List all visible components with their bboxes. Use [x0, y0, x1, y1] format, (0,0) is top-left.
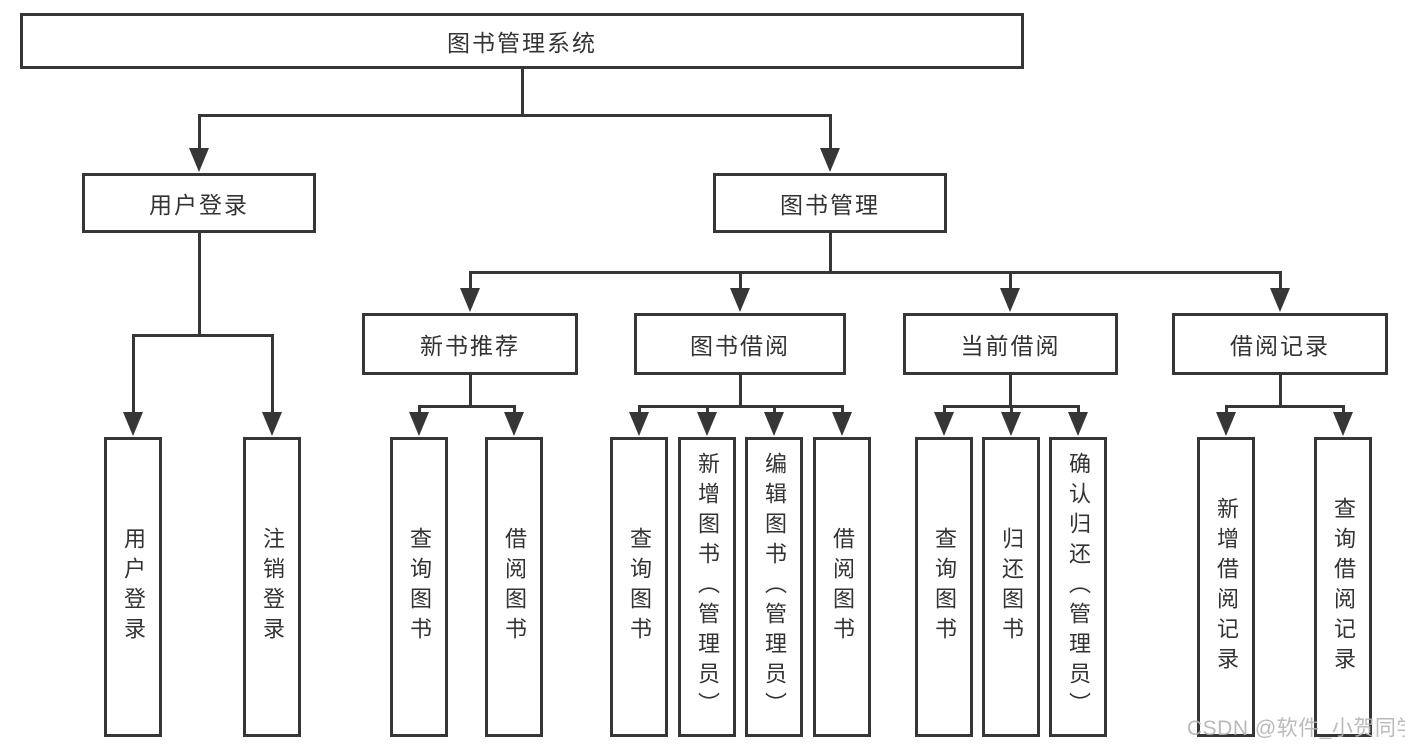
edge-borrow-record-down: [1278, 375, 1282, 408]
node-leaf-logout-label: 注销登录: [260, 527, 285, 647]
node-cb-confirm-return-label: 确认归还（管理员）: [1066, 452, 1091, 722]
node-bb-borrow-book-label: 借阅图书: [830, 527, 855, 647]
edge-borrow-record-hline: [1224, 405, 1345, 408]
arrowhead-cb-confirm: [1068, 412, 1088, 436]
node-new-book-rec-label: 新书推荐: [420, 333, 520, 359]
arrowhead-bb-borrow: [832, 412, 852, 436]
arrowhead-br-query: [1333, 412, 1353, 436]
arrowhead-borrow-record: [1270, 288, 1290, 312]
node-cb-return-book-label: 归还图书: [999, 527, 1024, 647]
arrowhead-book-borrow: [730, 288, 750, 312]
edge-cb-return-stem: [1009, 405, 1013, 415]
arrowhead-new-book-rec: [460, 288, 480, 312]
edge-leaf-user-login-stem: [131, 334, 135, 414]
node-cb-query-book: 查询图书: [915, 437, 973, 737]
arrowhead-leaf-user-login: [123, 412, 143, 436]
node-nbr-borrow-book-label: 借阅图书: [502, 527, 527, 647]
edge-book-management-hline: [468, 271, 1282, 274]
node-user-login: 用户登录: [82, 173, 316, 233]
edge-br-add-stem: [1224, 405, 1228, 415]
node-book-management: 图书管理: [713, 173, 947, 233]
edge-book-borrow-hline: [637, 405, 844, 408]
arrowhead-bb-add: [697, 412, 717, 436]
node-root-label: 图书管理系统: [447, 30, 597, 56]
node-nbr-borrow-book: 借阅图书: [485, 437, 543, 737]
edge-root-hline: [197, 114, 832, 117]
node-br-query-record: 查询借阅记录: [1314, 437, 1372, 737]
arrowhead-book-management: [820, 148, 840, 172]
edge-new-book-rec-hline: [417, 405, 516, 408]
node-cb-return-book: 归还图书: [982, 437, 1040, 737]
edge-new-book-rec-stem: [468, 271, 472, 291]
node-br-add-record-label: 新增借阅记录: [1214, 497, 1239, 677]
node-current-borrow-label: 当前借阅: [960, 333, 1061, 359]
arrowhead-user-login: [189, 148, 209, 172]
edge-new-book-rec-down: [468, 375, 472, 408]
arrowhead-current-borrow: [1000, 288, 1020, 312]
edge-user-login-stem: [197, 114, 201, 152]
edge-nbr-query-stem: [417, 405, 421, 415]
edge-bb-query-stem: [637, 405, 641, 415]
node-leaf-user-login-label: 用户登录: [121, 527, 146, 647]
arrowhead-bb-edit: [764, 412, 784, 436]
edge-current-borrow-stem: [1008, 271, 1012, 291]
edge-book-borrow-down: [738, 375, 742, 408]
edge-user-login-hline: [131, 334, 274, 337]
edge-leaf-logout-stem: [270, 334, 274, 414]
node-bb-query-book-label: 查询图书: [627, 527, 652, 647]
node-bb-edit-book-label: 编辑图书（管理员）: [762, 452, 787, 722]
node-current-borrow: 当前借阅: [903, 313, 1118, 375]
edge-bb-edit-stem: [772, 405, 776, 415]
node-book-borrow-label: 图书借阅: [690, 333, 790, 359]
edge-bb-borrow-stem: [840, 405, 844, 415]
node-borrow-record: 借阅记录: [1172, 313, 1388, 375]
node-cb-query-book-label: 查询图书: [932, 527, 957, 647]
arrowhead-leaf-logout: [262, 412, 282, 436]
edge-user-login-down: [197, 233, 201, 336]
edge-cb-query-stem: [942, 405, 946, 415]
arrowhead-br-add: [1216, 412, 1236, 436]
node-user-login-label: 用户登录: [149, 192, 249, 218]
edge-current-borrow-down: [1008, 375, 1012, 408]
edge-book-management-stem: [828, 114, 832, 152]
edge-book-borrow-stem: [738, 271, 742, 291]
edge-root-stem: [520, 69, 524, 116]
node-new-book-rec: 新书推荐: [362, 313, 578, 375]
edge-cb-confirm-stem: [1076, 405, 1080, 415]
node-borrow-record-label: 借阅记录: [1230, 333, 1330, 359]
node-bb-edit-book: 编辑图书（管理员）: [745, 437, 803, 737]
node-book-management-label: 图书管理: [780, 192, 880, 218]
node-bb-add-book: 新增图书（管理员）: [678, 437, 736, 737]
node-bb-borrow-book: 借阅图书: [813, 437, 871, 737]
arrowhead-cb-query: [934, 412, 954, 436]
edge-bb-add-stem: [705, 405, 709, 415]
arrowhead-nbr-borrow: [504, 412, 524, 436]
node-root: 图书管理系统: [20, 13, 1024, 69]
node-leaf-logout: 注销登录: [243, 437, 301, 737]
node-nbr-query-book-label: 查询图书: [407, 527, 432, 647]
csdn-watermark: CSDN @软件_小贺同学: [1187, 717, 1405, 740]
arrowhead-nbr-query: [409, 412, 429, 436]
node-br-add-record: 新增借阅记录: [1197, 437, 1255, 737]
arrowhead-bb-query: [629, 412, 649, 436]
node-br-query-record-label: 查询借阅记录: [1331, 497, 1356, 677]
edge-book-management-down: [828, 233, 832, 273]
node-cb-confirm-return: 确认归还（管理员）: [1049, 437, 1107, 737]
node-bb-query-book: 查询图书: [610, 437, 668, 737]
node-leaf-user-login: 用户登录: [104, 437, 162, 737]
edge-nbr-borrow-stem: [512, 405, 516, 415]
node-bb-add-book-label: 新增图书（管理员）: [695, 452, 720, 722]
node-nbr-query-book: 查询图书: [390, 437, 448, 737]
arrowhead-cb-return: [1001, 412, 1021, 436]
edge-borrow-record-stem: [1278, 271, 1282, 291]
node-book-borrow: 图书借阅: [634, 313, 846, 375]
edge-br-query-stem: [1341, 405, 1345, 415]
